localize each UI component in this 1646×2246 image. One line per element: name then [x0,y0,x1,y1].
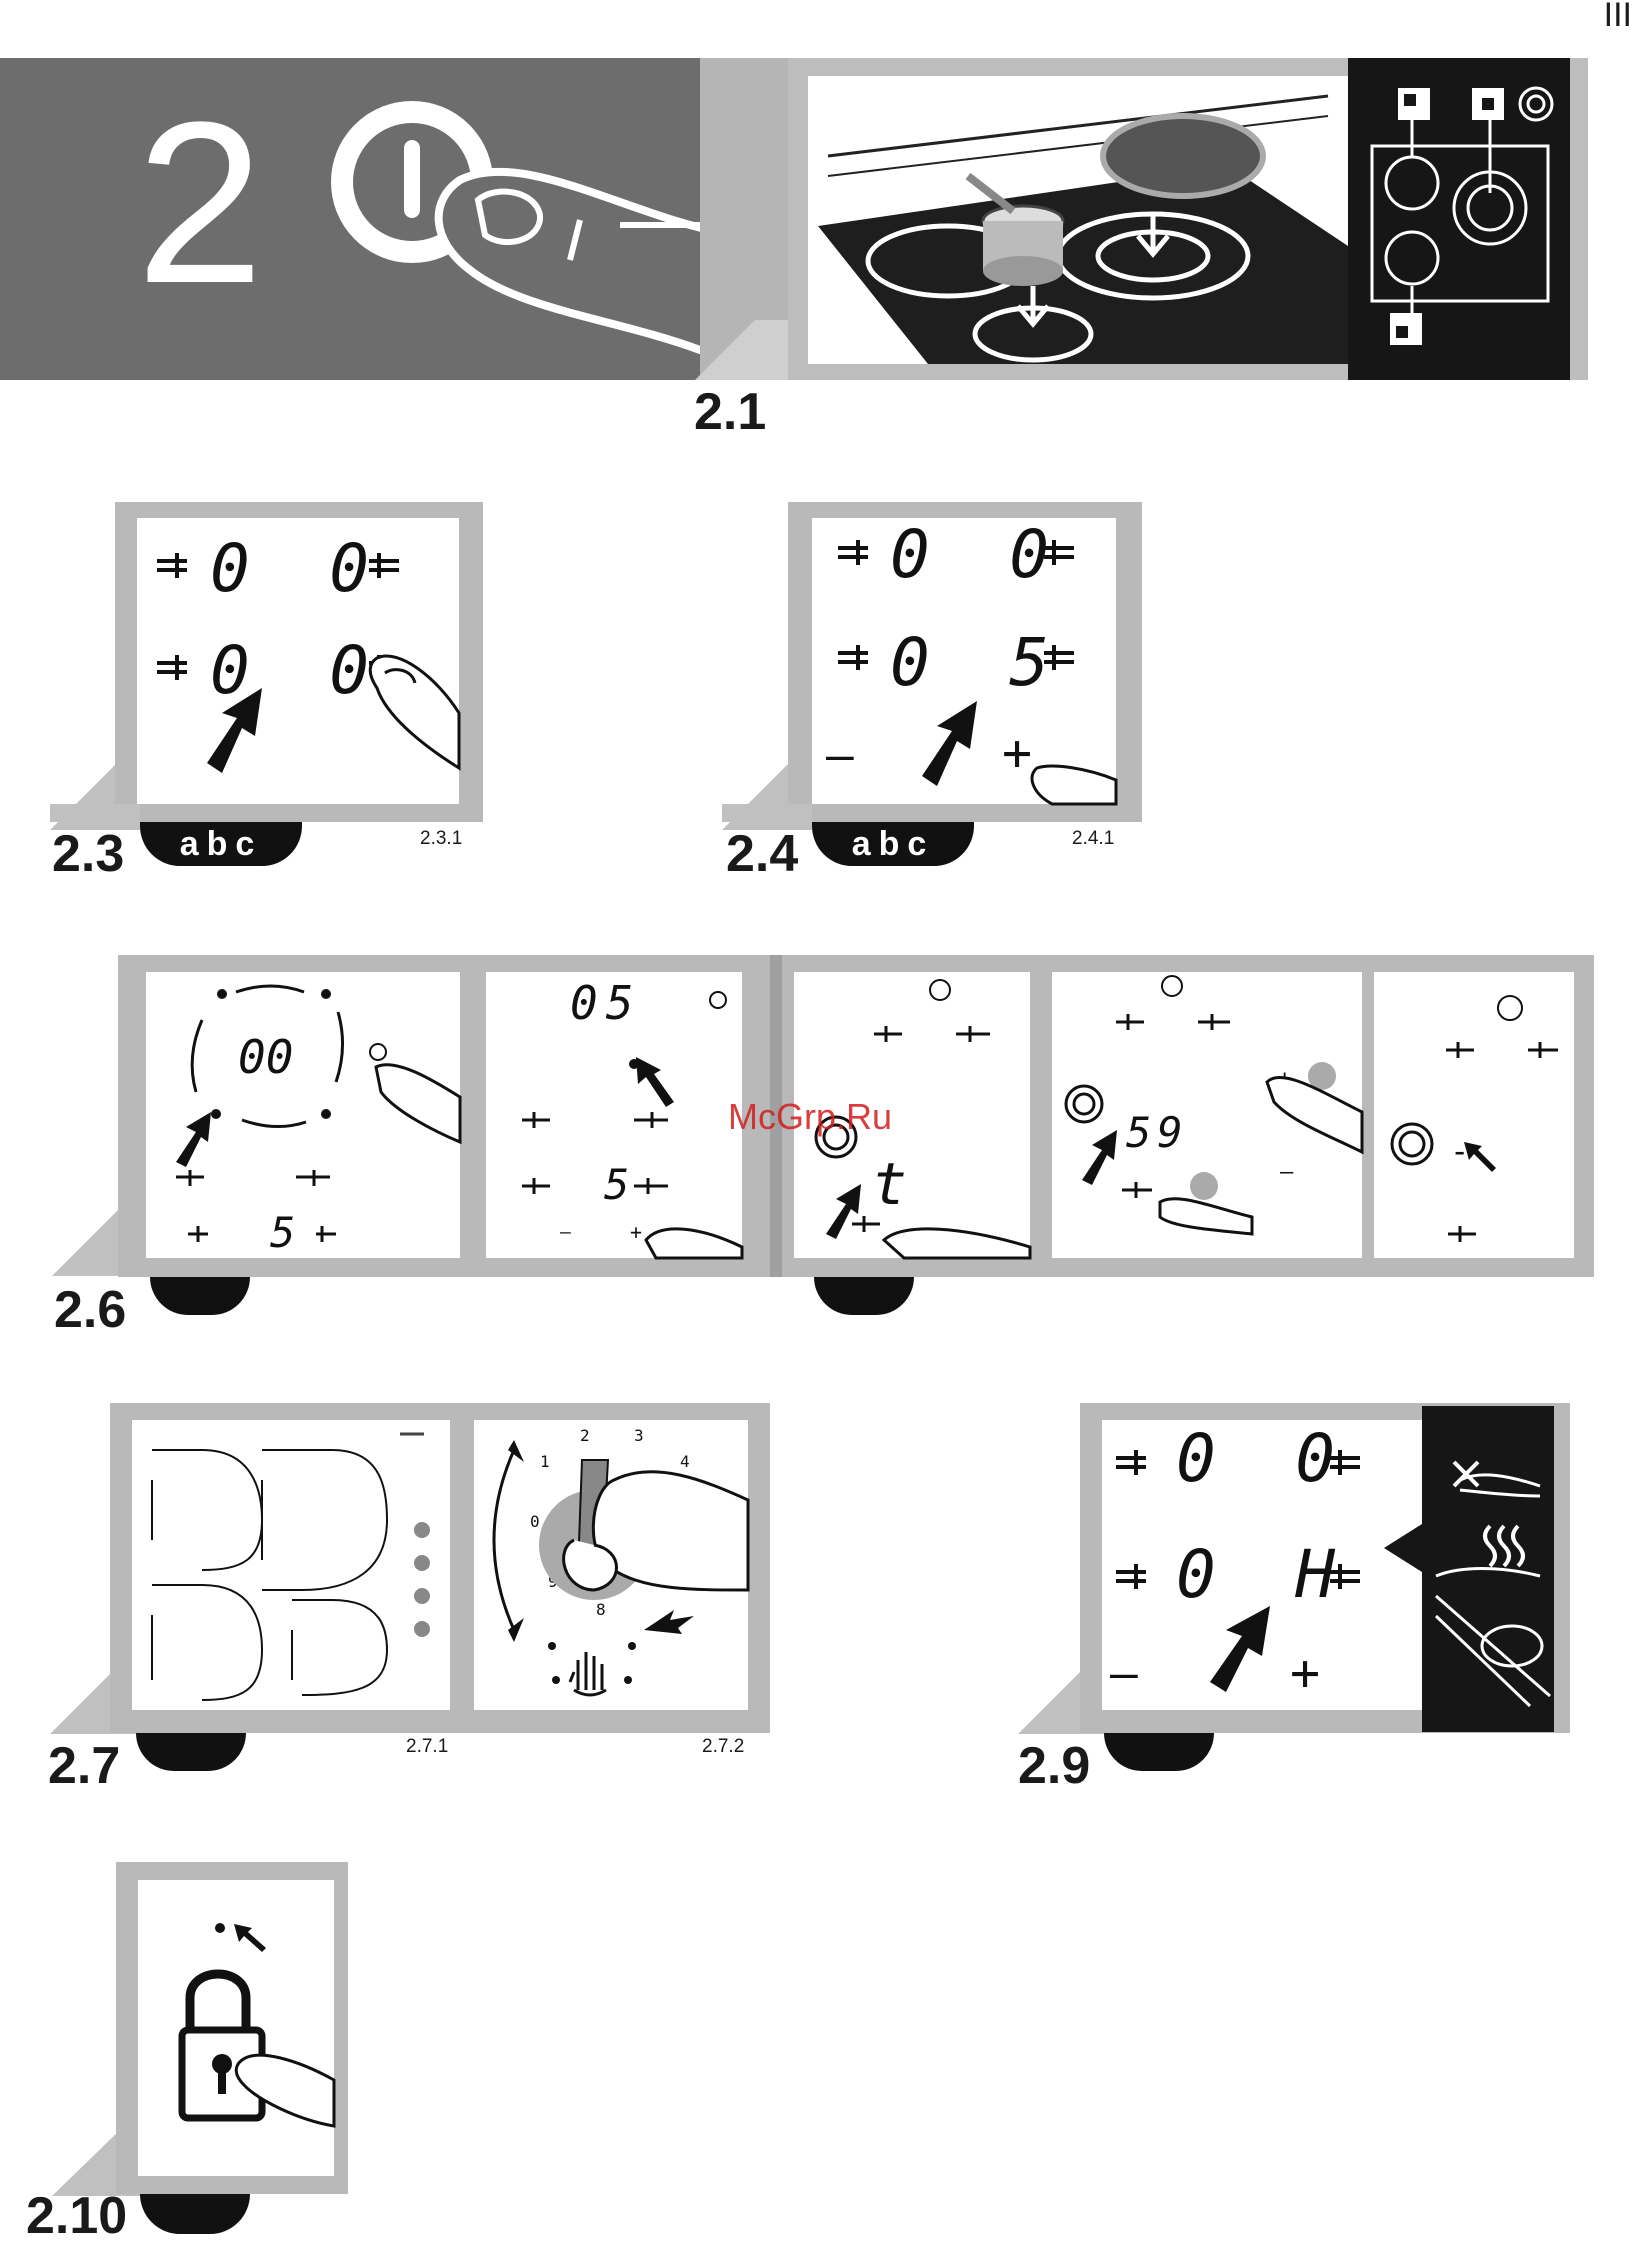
f26-p5-drawing [1374,972,1574,1258]
f27-tab [136,1733,246,1771]
f27-knob-illustration [474,1420,748,1710]
f210-lock-illustration [138,1880,334,2176]
f26-p1-drawing [146,972,460,1258]
figure-2-4-fold-bottom [722,804,812,824]
f26-tab-left [150,1277,250,1315]
figure-2-9-label: 2.9 [1018,1736,1090,1796]
f29-controls [1102,1420,1422,1710]
f24-abc-tab: abc [812,822,974,866]
f27-hob-layout-diagram [132,1420,450,1710]
figure-2-3-1-label: 2.3.1 [420,828,462,850]
figure-2-7-2-label: 2.7.2 [702,1736,744,1758]
step-number: 2 [136,88,264,318]
figure-2-4-label: 2.4 [726,824,798,884]
power-button-illustration [320,90,740,370]
f210-tab [140,2194,250,2234]
f29-tab [1104,1733,1214,1771]
page-marker: III [1604,0,1632,35]
figure-2-10-label: 2.10 [26,2186,127,2246]
f23-abc-tab: abc [140,822,302,866]
figure-2-3-fold-bottom [50,804,140,824]
f26-tab-right [814,1277,914,1315]
figure-2-7-1-label: 2.7.1 [406,1736,448,1758]
f29-residual-heat-warning [1380,1406,1554,1732]
f24-controls [812,518,1116,804]
hob-zone-diagram [1300,58,1570,380]
watermark: McGrp.Ru [728,1096,892,1138]
f23-controls [137,518,459,804]
figure-2-4-1-label: 2.4.1 [1072,828,1114,850]
figure-2-6-label: 2.6 [54,1280,126,1340]
f26-p2-drawing [486,972,742,1258]
figure-2-1-label: 2.1 [694,382,766,442]
figure-2-7-label: 2.7 [48,1736,120,1796]
figure-2-3-label: 2.3 [52,824,124,884]
f26-p4-drawing [1052,972,1362,1258]
hob-with-pans-illustration [808,76,1348,364]
